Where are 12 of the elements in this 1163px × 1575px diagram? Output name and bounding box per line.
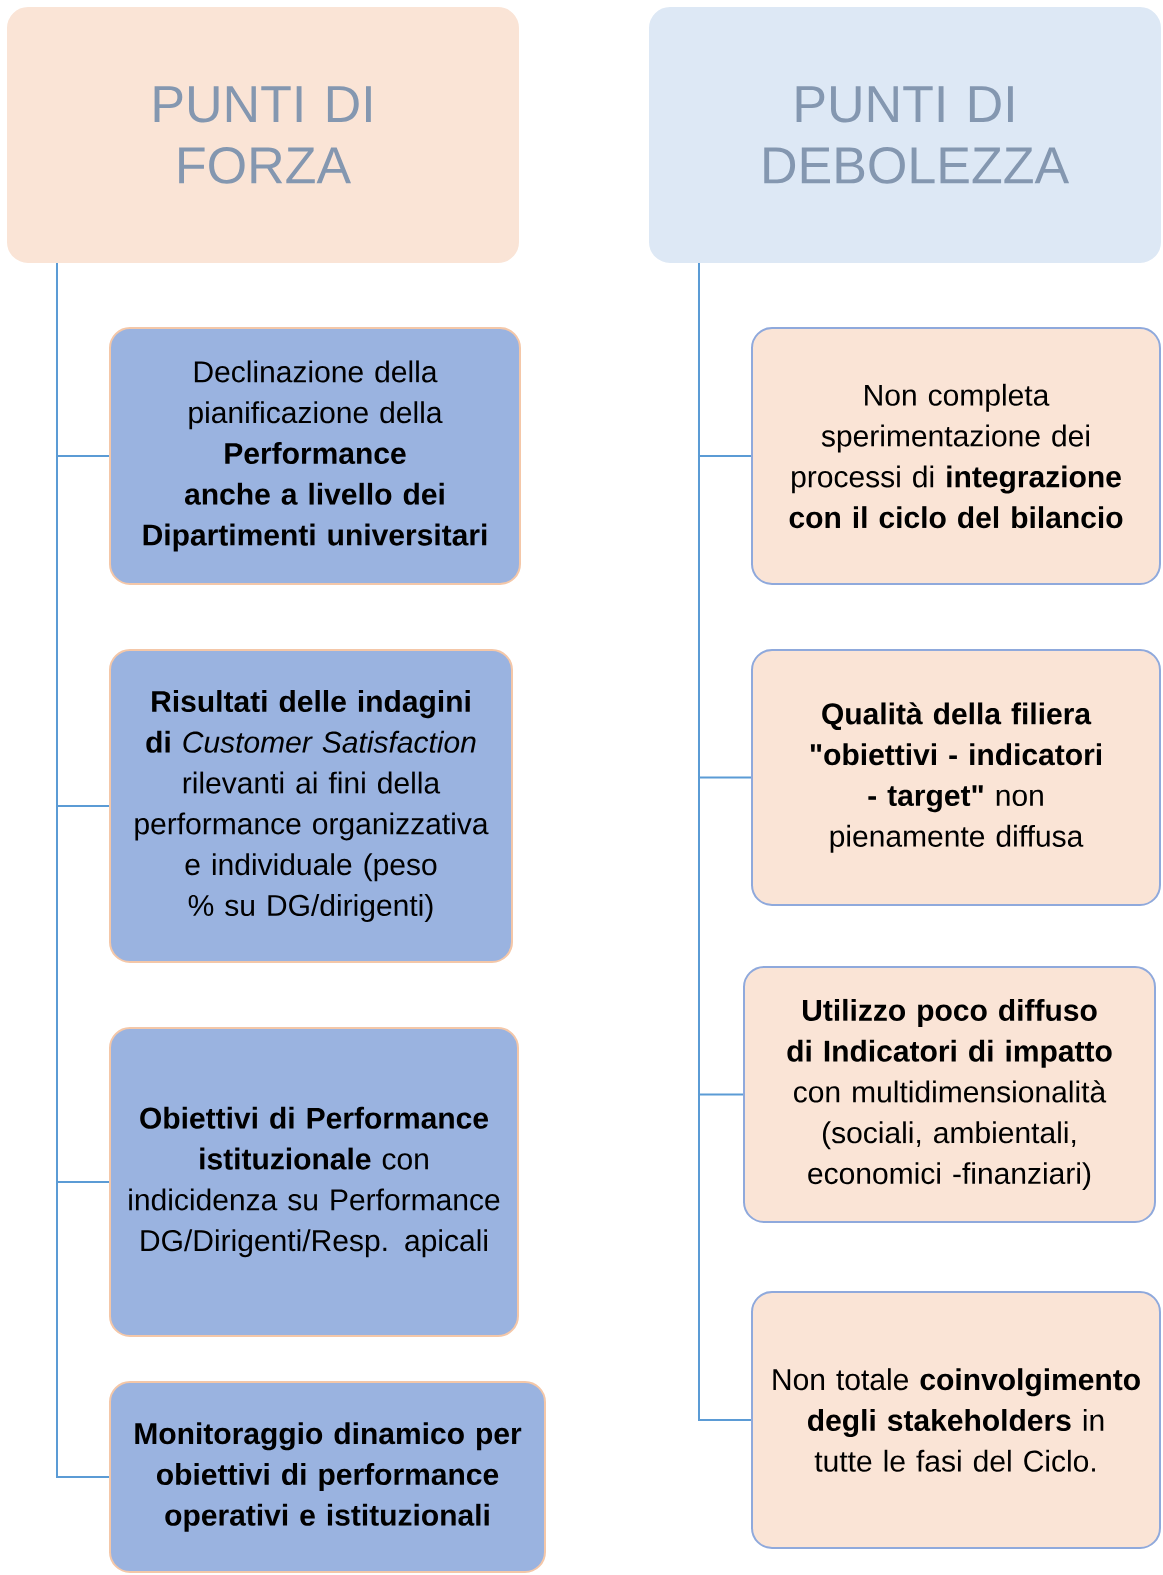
weakness-box: Utilizzo poco diffuso di Indicatori di impatto con multidimensionalità (sociali, ambientali, economici -finanziari) xyxy=(743,966,1156,1223)
strength-box: Declinazione della pianificazione della Performance anche a livello dei Dipartimenti universitari xyxy=(109,327,521,585)
strength-box: Risultati delle indagini di Customer Satisfaction rilevanti ai fini della performance organizzativa e individuale (peso % su DG/dirigenti) xyxy=(109,649,513,963)
header-box: PUNTI DI DEBOLEZZA xyxy=(649,7,1161,263)
connector-line xyxy=(698,262,752,1421)
connector-line xyxy=(56,262,110,1478)
weakness-box: Qualità della filiera "obiettivi - indicatori - target" non pienamente diffusa xyxy=(751,649,1161,906)
weakness-box: Non completa sperimentazione dei processi di integrazione con il ciclo del bilancio xyxy=(751,327,1161,585)
header-box: PUNTI DI FORZA xyxy=(7,7,519,263)
strength-box: Monitoraggio dinamico per obiettivi di performance operativi e istituzionali xyxy=(109,1381,546,1573)
strength-box: Obiettivi di Performance istituzionale con indicidenza su Performance DG/Dirigenti/Resp. apicali xyxy=(109,1027,519,1337)
weakness-box: Non totale coinvolgimento degli stakeholders in tutte le fasi del Ciclo. xyxy=(751,1291,1161,1549)
